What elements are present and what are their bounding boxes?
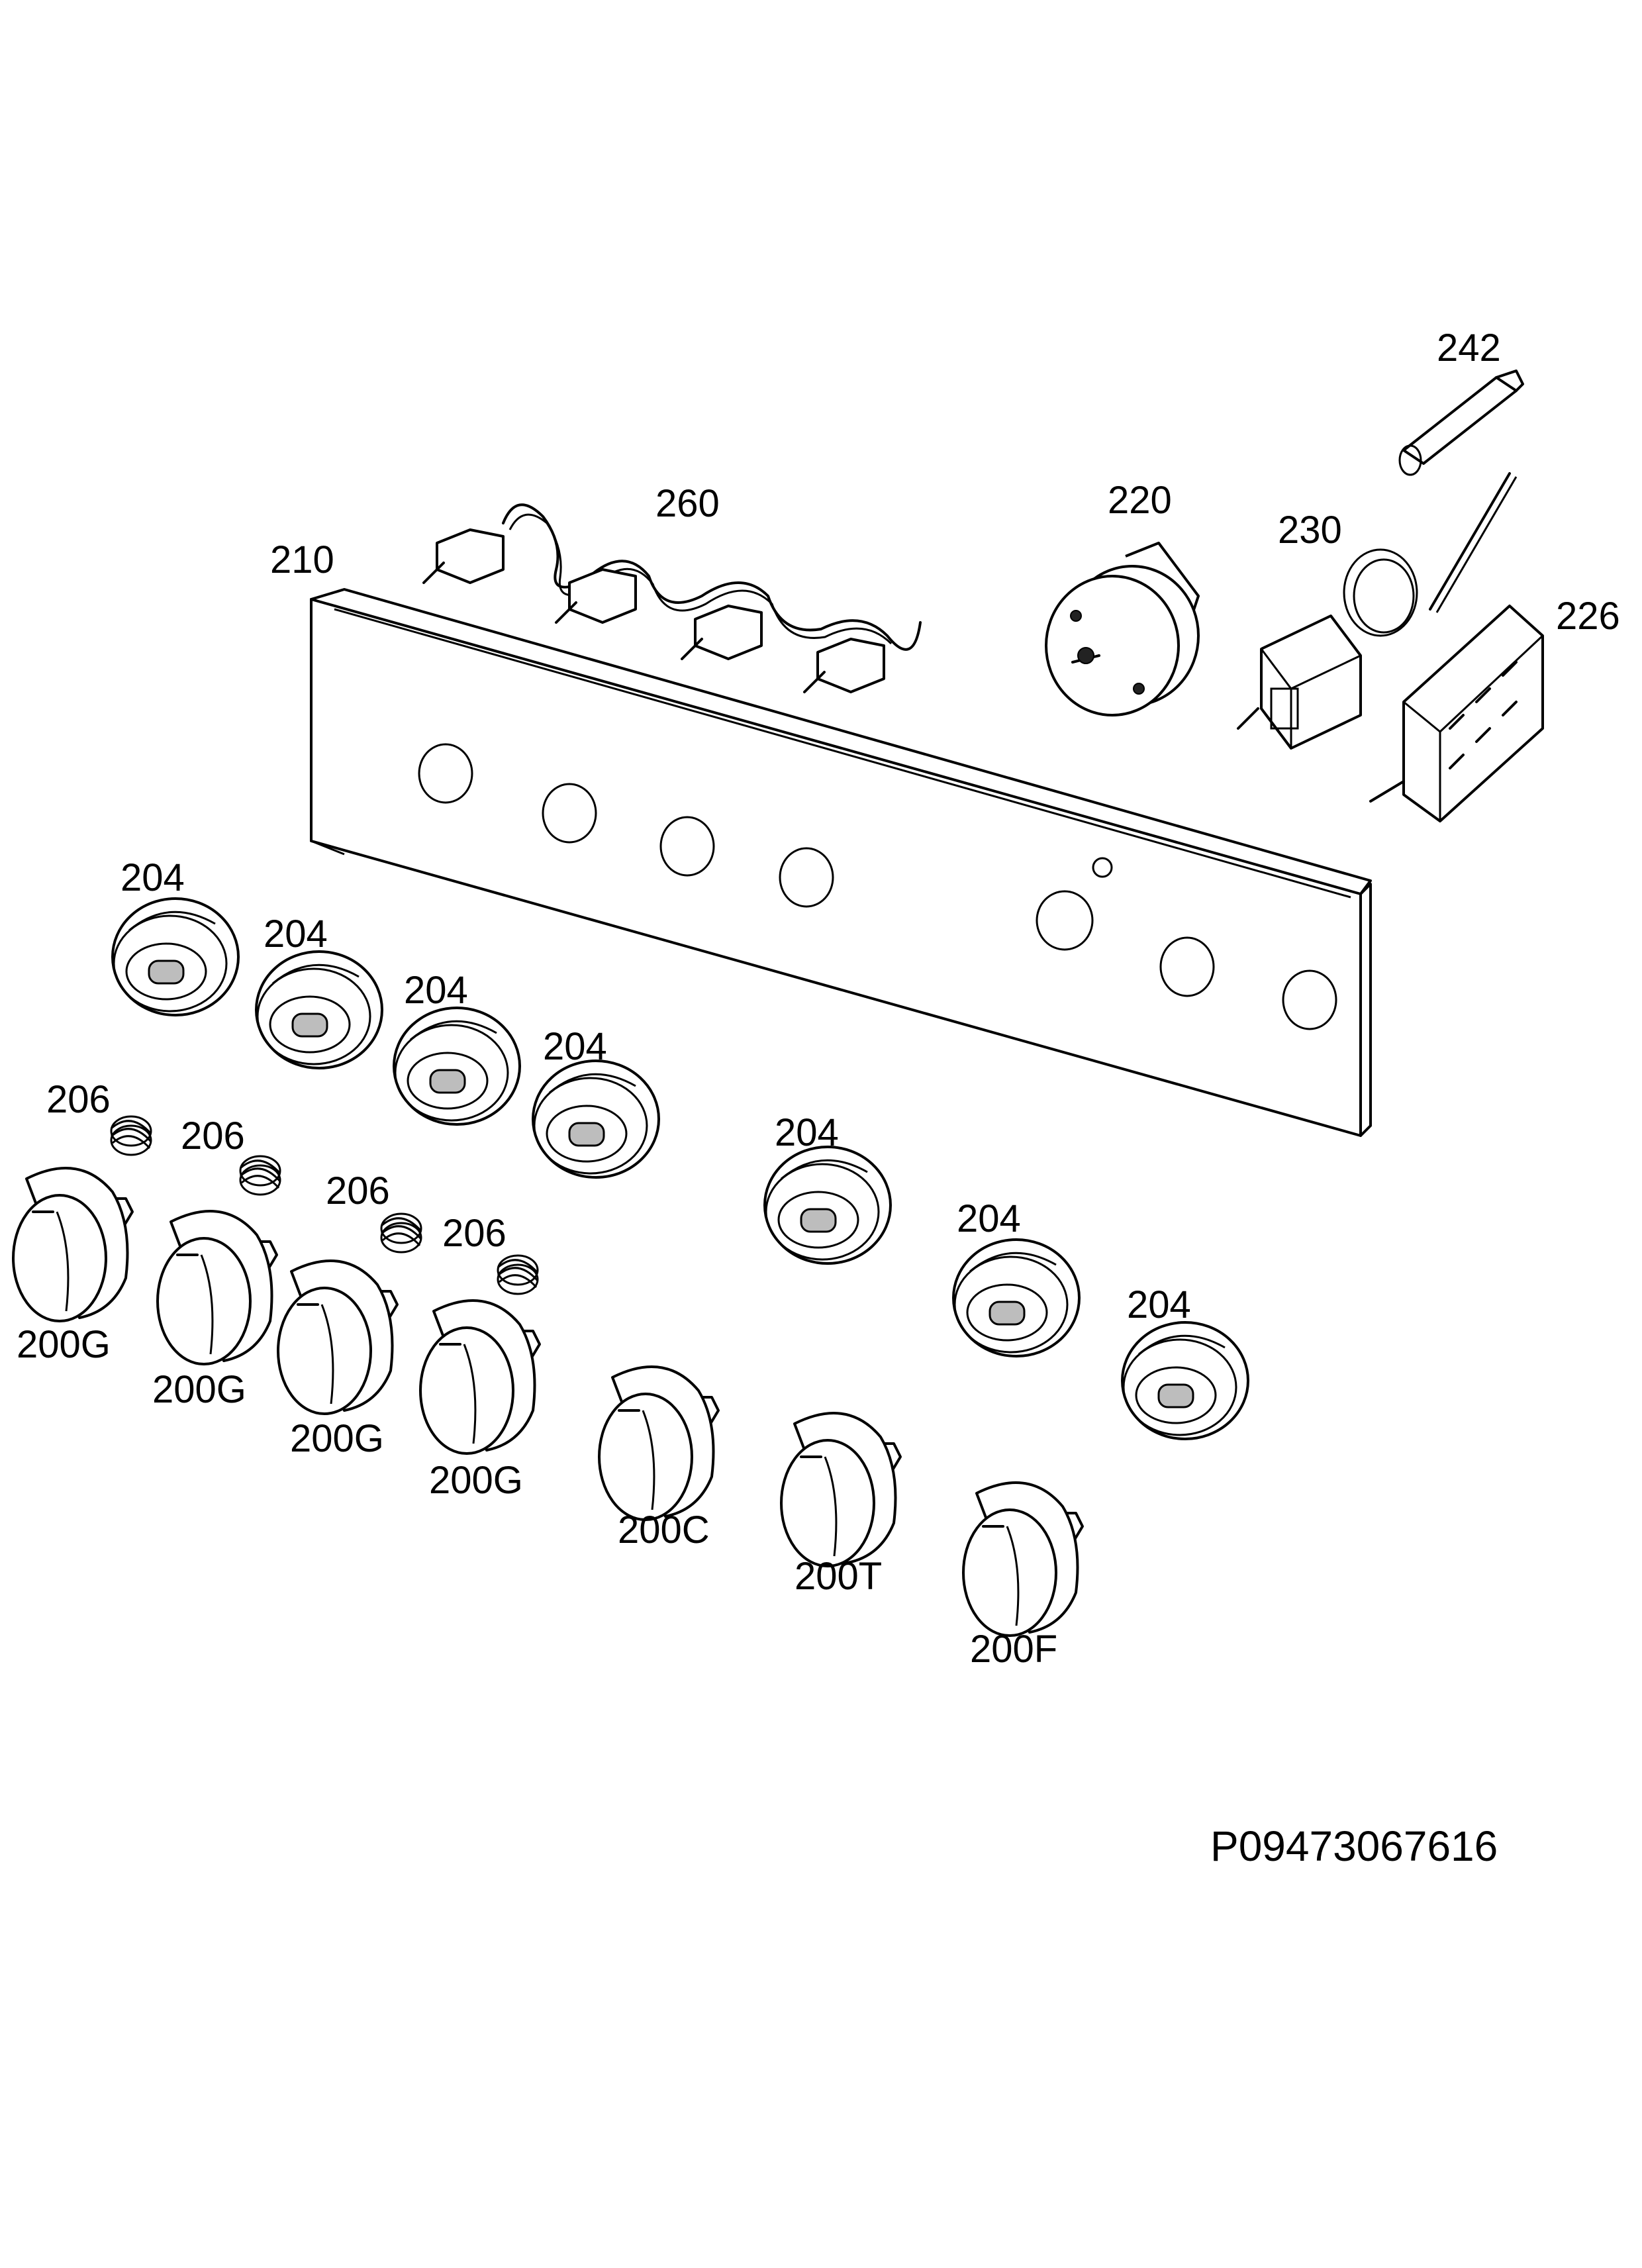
bezel-3 — [393, 1007, 521, 1126]
label-knob-200g-3: 200G — [290, 1417, 384, 1460]
spring-4 — [497, 1254, 539, 1295]
timer — [1045, 542, 1200, 716]
wiring-switches — [422, 503, 922, 693]
label-selector-switch: 226 — [1556, 595, 1620, 638]
selector-switch — [1369, 605, 1544, 822]
panel-holes — [418, 743, 1337, 1030]
label-bezel-2: 204 — [264, 912, 328, 956]
label-bezel-4: 204 — [543, 1025, 607, 1068]
knob-200g-4 — [419, 1299, 541, 1455]
spring-1 — [110, 1115, 152, 1156]
label-thermostat: 230 — [1278, 509, 1342, 552]
knob-200t — [780, 1412, 902, 1567]
probe — [1398, 370, 1524, 476]
label-spring-1: 206 — [46, 1078, 111, 1121]
label-spring-4: 206 — [442, 1212, 507, 1255]
label-knob-200f: 200F — [970, 1628, 1057, 1671]
spring-2 — [239, 1155, 281, 1196]
label-bezel-3: 204 — [404, 969, 468, 1012]
label-probe: 242 — [1437, 326, 1501, 370]
spring-3 — [380, 1212, 422, 1254]
label-knob-200c: 200C — [618, 1508, 710, 1552]
drawing-code: P09473067616 — [1210, 1822, 1498, 1870]
label-spring-3: 206 — [326, 1169, 390, 1212]
label-bezel-6: 204 — [957, 1197, 1021, 1240]
knob-200c — [598, 1365, 720, 1521]
control-panel — [310, 588, 1372, 1137]
knob-200g-2 — [156, 1210, 278, 1365]
label-timer: 220 — [1108, 479, 1172, 522]
label-knob-200g-1: 200G — [17, 1323, 111, 1366]
label-bezel-7: 204 — [1127, 1283, 1191, 1326]
label-knob-200g-4: 200G — [429, 1459, 523, 1502]
bezel-5 — [763, 1146, 892, 1265]
label-bezel-1: 204 — [121, 856, 185, 899]
thermostat — [1237, 472, 1518, 750]
bezel-2 — [255, 950, 383, 1069]
bezel-1 — [111, 897, 240, 1016]
label-knob-200t: 200T — [795, 1555, 882, 1598]
bezel-7 — [1121, 1321, 1249, 1440]
knob-200g-3 — [277, 1259, 399, 1415]
label-spring-2: 206 — [181, 1114, 245, 1158]
label-bezel-5: 204 — [775, 1111, 839, 1154]
knob-200f — [962, 1481, 1084, 1637]
bezel-6 — [952, 1238, 1081, 1357]
knob-200g-1 — [12, 1167, 134, 1322]
bezel-4 — [532, 1060, 660, 1179]
label-control-panel: 210 — [270, 538, 334, 581]
label-knob-200g-2: 200G — [152, 1368, 246, 1411]
label-wiring-switches: 260 — [655, 482, 720, 525]
